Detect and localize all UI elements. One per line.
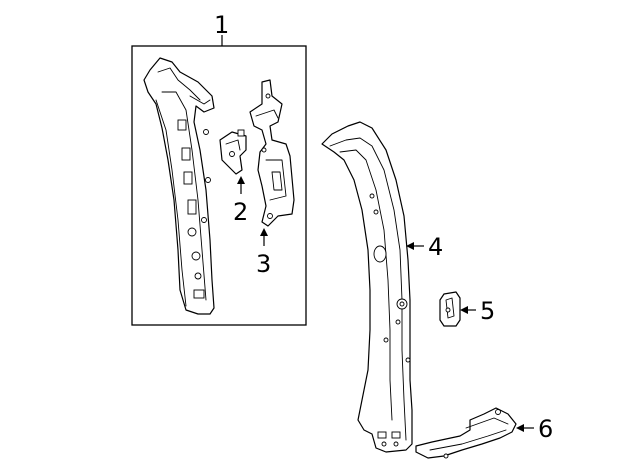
- callout-1[interactable]: 1: [214, 11, 229, 39]
- callout-5[interactable]: 5: [480, 297, 495, 325]
- callout-2[interactable]: 2: [233, 198, 248, 226]
- callout-6[interactable]: 6: [538, 415, 553, 443]
- bracket-part-2[interactable]: [219, 129, 247, 175]
- cap-part-5[interactable]: [439, 291, 461, 327]
- inner-pillar-part[interactable]: [143, 57, 215, 315]
- callout-4[interactable]: 4: [428, 233, 443, 261]
- lower-bracket-part-6[interactable]: [415, 407, 517, 459]
- callout-3[interactable]: 3: [256, 250, 271, 278]
- group-box: [131, 45, 307, 326]
- outer-pillar-part[interactable]: [321, 121, 413, 453]
- reinforcement-part-3[interactable]: [249, 79, 295, 227]
